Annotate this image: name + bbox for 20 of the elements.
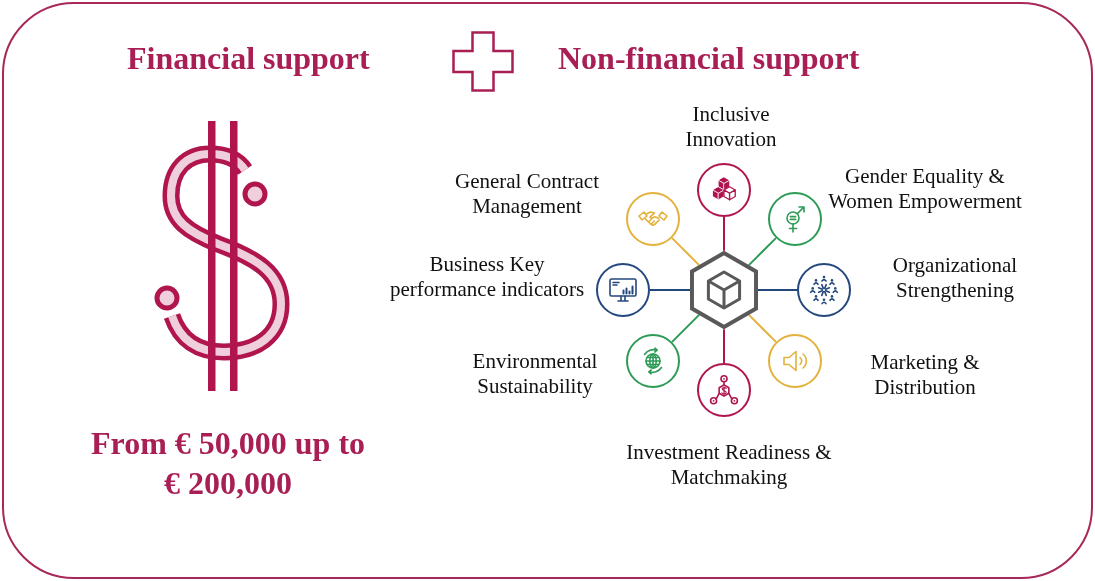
connector-line [757,289,798,291]
connector-line [723,216,725,252]
amount-text: From € 50,000 up to € 200,000 [90,424,366,503]
connector-line [671,313,701,343]
support-area-label: Investment Readiness & Matchmaking [625,440,833,490]
support-area-label: Marketing & Distribution [869,350,981,400]
section-heading: Non-financial support [558,42,860,74]
support-area-label: Organizational Strengthening [892,253,1018,303]
support-area-label: Inclusive Innovation [685,102,777,152]
connector-line [671,237,701,267]
support-area-label: Business Key performance indicators [389,252,585,302]
support-area-label: Environmental Sustainability [472,349,598,399]
connector-line [649,289,691,291]
connector-line [723,328,725,364]
support-area-label: Gender Equality & Women Empowerment [827,164,1023,214]
connector-line [747,237,777,267]
section-heading: Financial support [127,42,370,74]
hub-hexagon [690,251,758,329]
support-area-label: General Contract Management [454,169,600,219]
connector-line [747,313,777,343]
